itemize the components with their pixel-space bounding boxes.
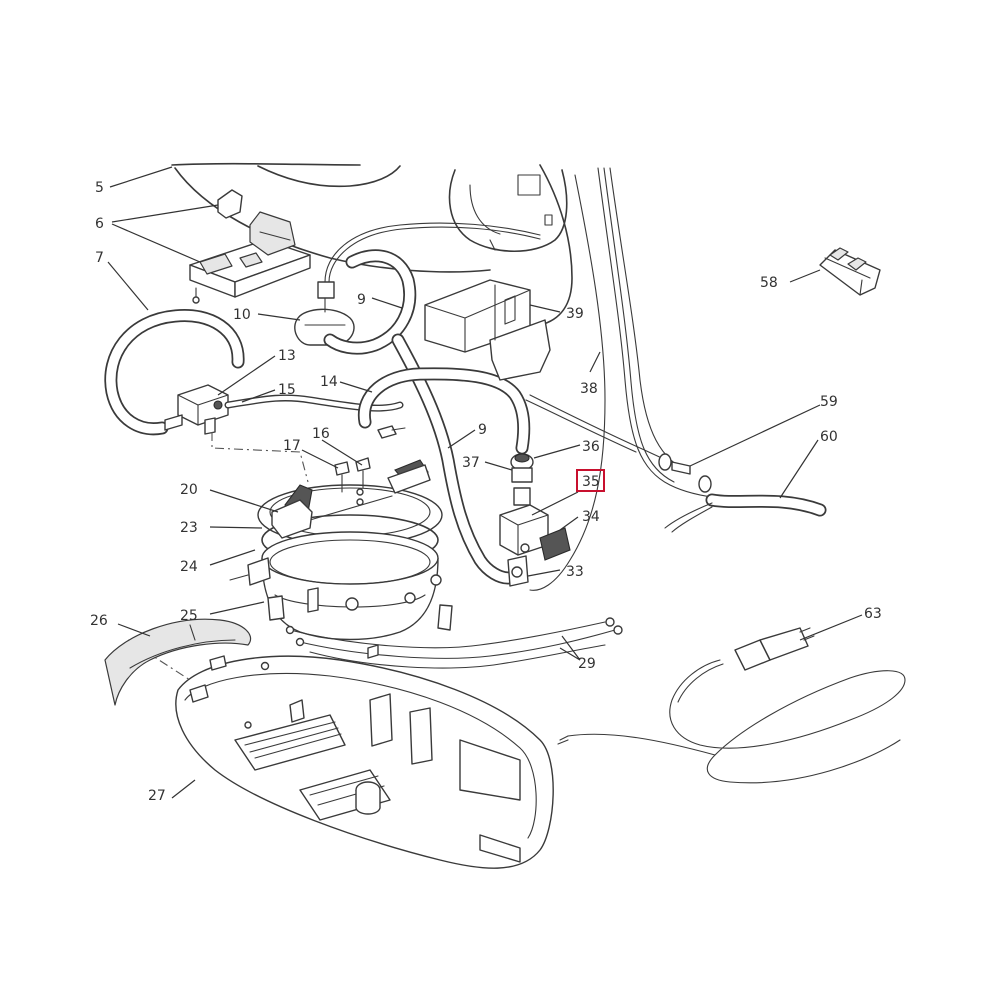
bracket-39 (424, 279, 551, 381)
wires-29 (285, 617, 623, 669)
hose-60 (664, 493, 827, 533)
screws-16-17 (334, 457, 371, 506)
callout-24: 24 (180, 559, 198, 575)
callout-59: 59 (820, 394, 838, 410)
callout-5: 5 (95, 180, 104, 196)
callout-58: 58 (760, 275, 778, 291)
hose-9-lower (391, 333, 515, 585)
callout-39: 39 (566, 306, 584, 322)
callout-17: 17 (283, 438, 301, 454)
valve-13 (164, 384, 229, 435)
hose-9-upper (323, 249, 417, 355)
callout-36: 36 (582, 439, 600, 455)
callout-33: 33 (566, 564, 584, 580)
callout-13: 13 (278, 348, 296, 364)
callout-16: 16 (312, 426, 330, 442)
control-board (189, 189, 311, 304)
hose-14 (357, 367, 531, 455)
pump-assembly (499, 453, 571, 587)
fittings-59 (658, 453, 712, 493)
callout-15: 15 (278, 382, 296, 398)
callout-labels: 5 6 7 9 10 39 13 14 15 38 9 17 16 36 37 … (90, 180, 882, 804)
callout-9a: 9 (357, 292, 366, 308)
highlight-box-35 (576, 469, 605, 492)
callout-6: 6 (95, 216, 104, 232)
boiler-assembly (229, 484, 453, 641)
shell-cover-26 (104, 618, 252, 706)
callout-7: 7 (95, 250, 104, 266)
callout-27: 27 (148, 788, 166, 804)
hose-15 (224, 394, 404, 412)
base-shell-27 (175, 655, 554, 869)
callout-60: 60 (820, 429, 838, 445)
thermostats (271, 459, 431, 539)
callout-20: 20 (180, 482, 198, 498)
callout-9b: 9 (478, 422, 487, 438)
callout-10: 10 (233, 307, 251, 323)
callout-14: 14 (320, 374, 338, 390)
callout-25: 25 (180, 608, 198, 624)
leader-lines (107, 166, 863, 799)
alignment-line-valve (211, 432, 309, 483)
callout-26: 26 (90, 613, 108, 629)
callout-34: 34 (582, 509, 600, 525)
wire-connector-10 (294, 222, 541, 346)
power-cord-63 (557, 627, 906, 784)
callout-35: 35 (582, 474, 600, 490)
callout-23: 23 (180, 520, 198, 536)
callout-37: 37 (462, 455, 480, 471)
hose-7 (104, 308, 245, 436)
callout-63: 63 (864, 606, 882, 622)
callout-38: 38 (580, 381, 598, 397)
screw-small (377, 425, 406, 439)
callout-29: 29 (578, 656, 596, 672)
connector-58 (819, 247, 881, 296)
upper-housing (171, 162, 573, 326)
